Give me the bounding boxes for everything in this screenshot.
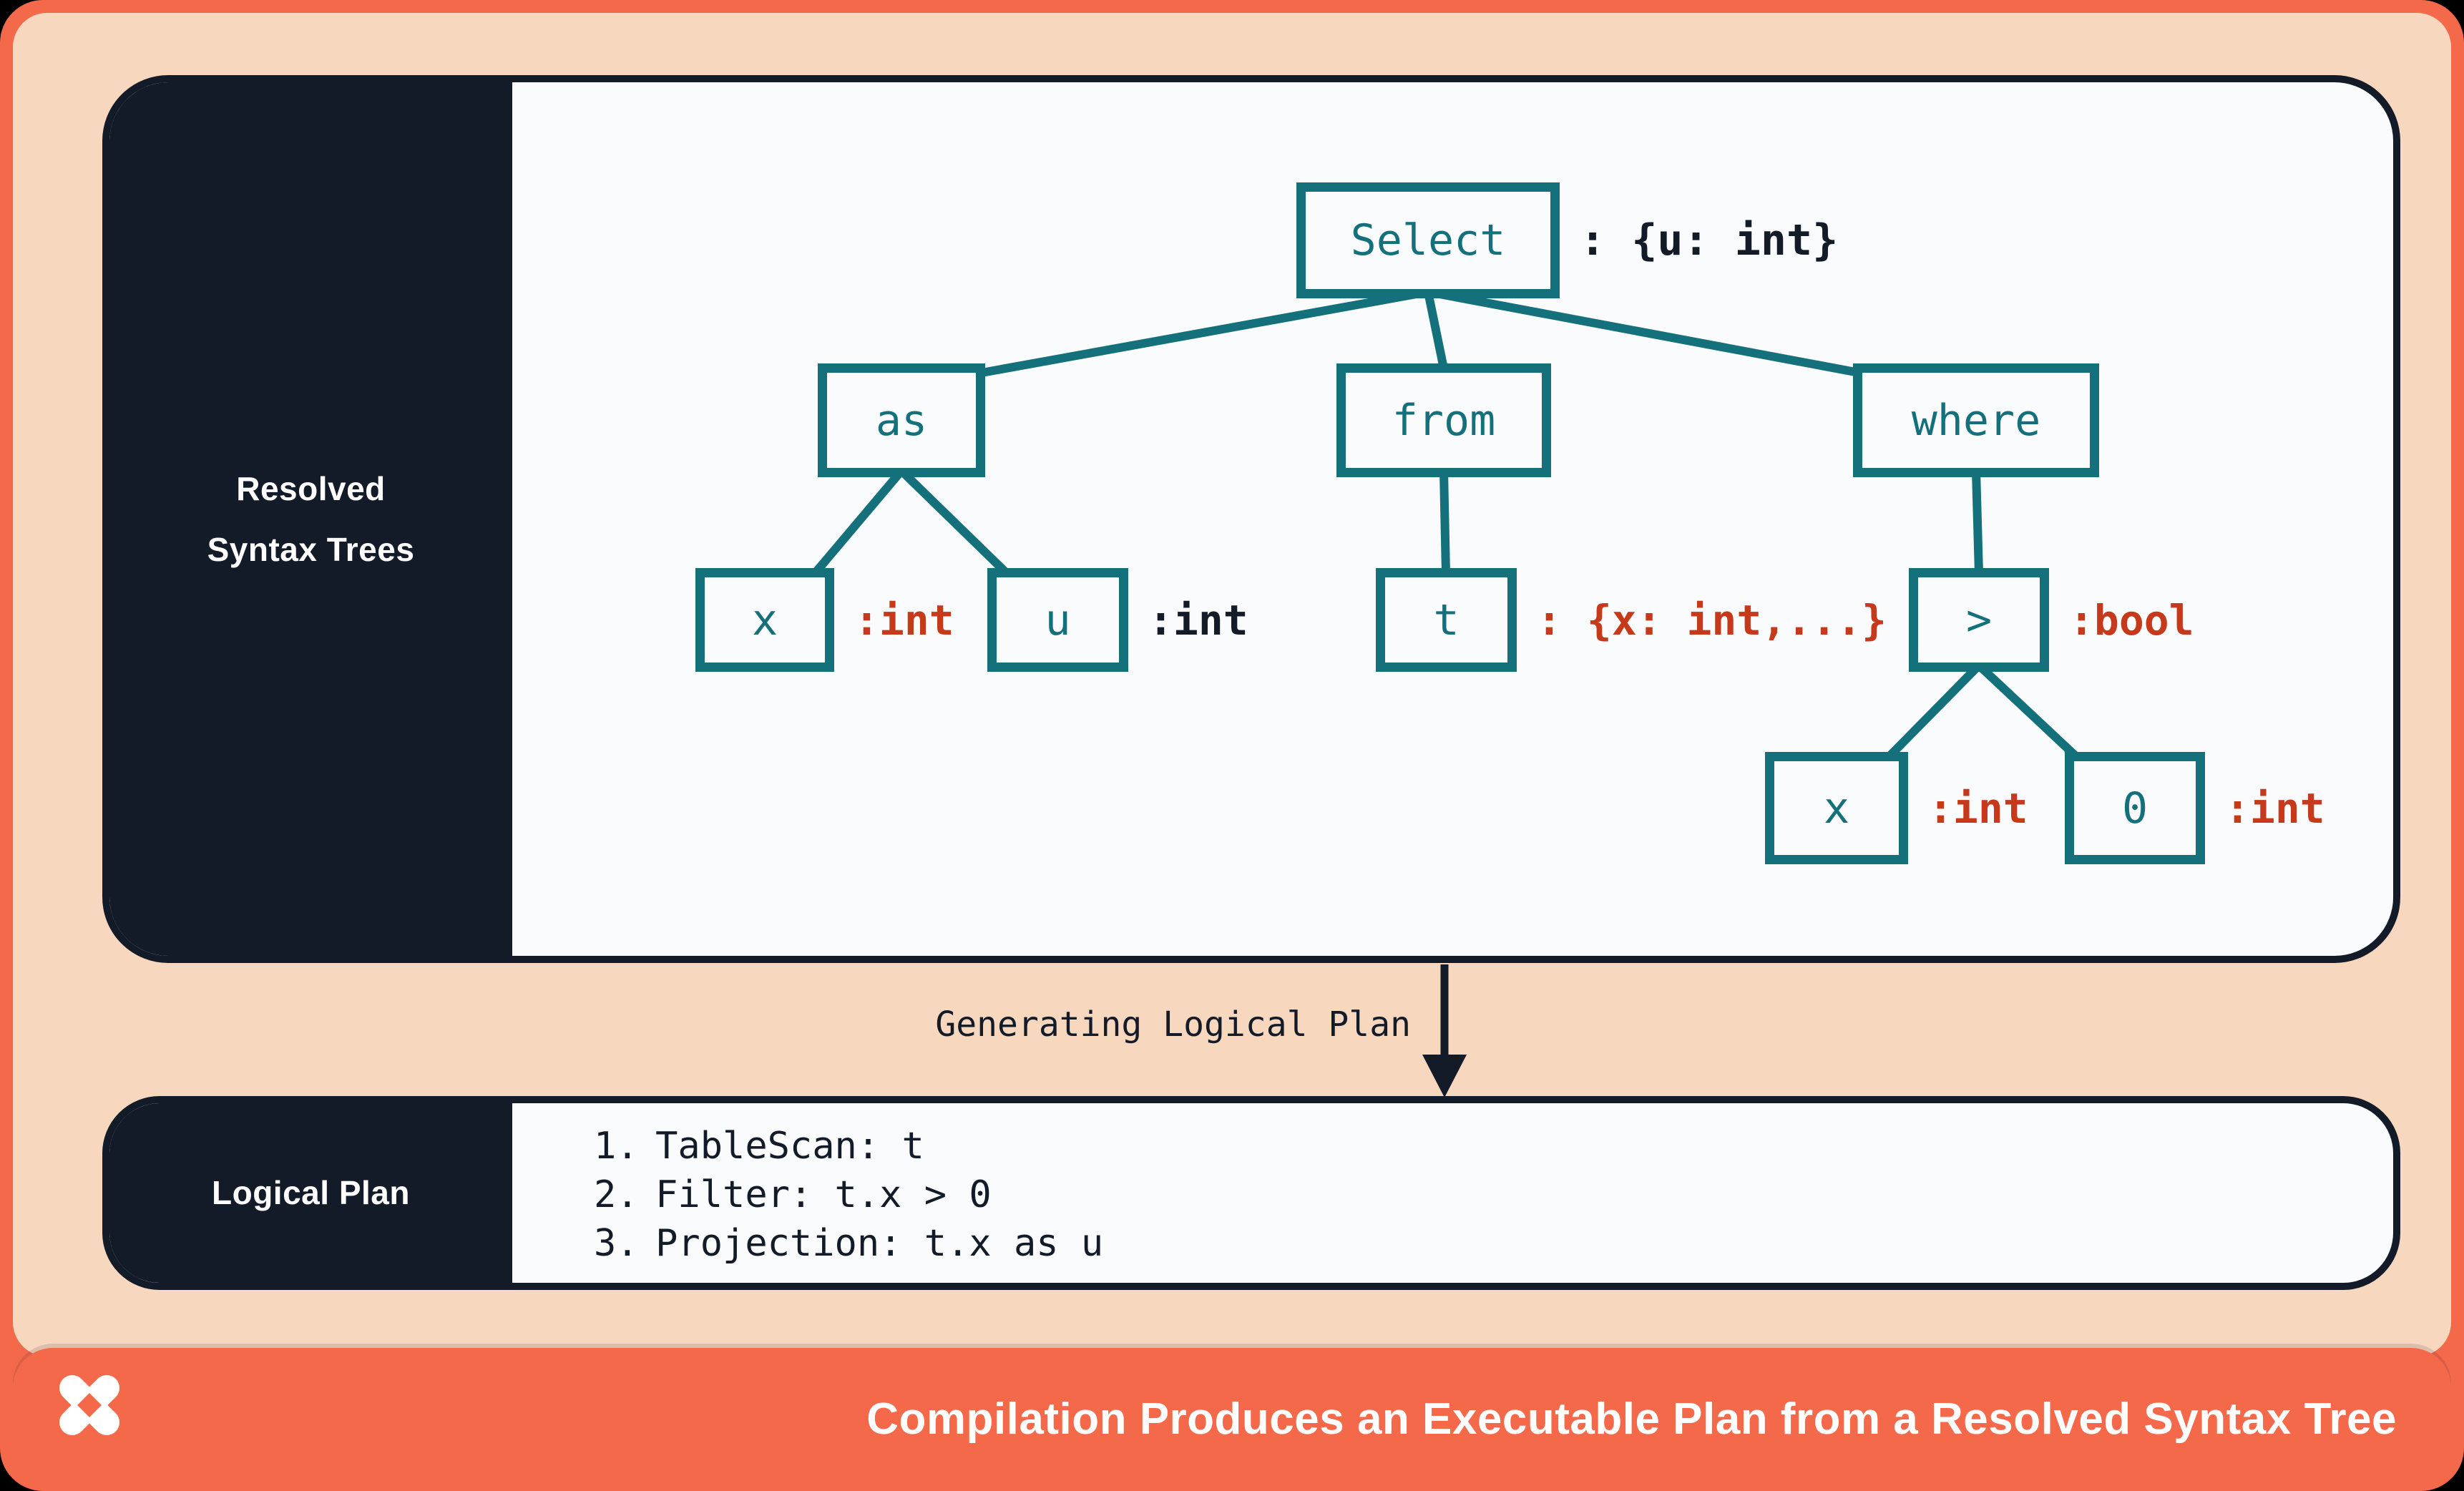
logical-plan-panel: Logical Plan 1. TableScan: t 2. Filter: … [102, 1096, 2400, 1290]
logical-plan-step: 2. Filter: t.x > 0 [594, 1170, 1103, 1219]
tree-node-label: Select [1350, 215, 1506, 265]
tree-node-label: 0 [2121, 783, 2148, 834]
tree-node-label: where [1911, 395, 2041, 446]
tree-node-u-under-as: u [987, 568, 1128, 672]
tree-node-x-under-gt: x [1765, 752, 1908, 864]
step-number: 1. [594, 1125, 639, 1168]
logical-plan-step: 3. Projection: t.x as u [594, 1219, 1103, 1268]
pinwheel-x-logo [59, 1374, 120, 1436]
logical-plan-step: 1. TableScan: t [594, 1122, 1103, 1170]
logical-plan-steps: 1. TableScan: t 2. Filter: t.x > 0 3. Pr… [594, 1122, 1103, 1268]
type-annotation-select: : {u: int} [1580, 215, 1839, 265]
type-annotation-x-under-gt: :int [1928, 783, 2028, 833]
step-text: Filter: t.x > 0 [655, 1173, 992, 1216]
tree-node-label: u [1045, 595, 1071, 645]
tree-node-label: x [751, 595, 778, 645]
tree-node-label: as [875, 395, 928, 446]
tree-node-label: from [1392, 395, 1496, 446]
resolved-syntax-trees-panel: Resolved Syntax Trees [102, 75, 2400, 963]
tree-node-as: as [818, 363, 985, 477]
type-annotation-t-under-from: : {x: int,...} [1537, 595, 1887, 645]
tree-node-where: where [1853, 363, 2099, 477]
tree-node-x-under-as: x [695, 568, 834, 672]
type-annotation-x-under-as: :int [854, 595, 954, 645]
tree-node-select: Select [1296, 182, 1560, 298]
step-text: Projection: t.x as u [655, 1222, 1104, 1265]
logical-plan-sidebar: Logical Plan [109, 1103, 512, 1283]
tree-node-zero-under-gt: 0 [2065, 752, 2205, 864]
type-annotation-zero-under-gt: :int [2225, 783, 2325, 833]
tree-node-label: > [1965, 595, 1993, 645]
step-number: 3. [594, 1222, 639, 1265]
footer-title: Compilation Produces an Executable Plan … [866, 1394, 2397, 1444]
step-number: 2. [594, 1173, 639, 1216]
tree-node-gt-under-where: > [1909, 568, 2049, 672]
tree-node-label: t [1433, 595, 1460, 645]
resolved-panel-title-line2: Syntax Trees [207, 530, 415, 568]
resolved-panel-sidebar: Resolved Syntax Trees [109, 82, 512, 956]
resolved-panel-title-line1: Resolved [236, 469, 386, 507]
type-annotation-u-under-as: :int [1148, 595, 1248, 645]
transition-label: Generating Logical Plan [935, 1004, 1411, 1045]
tree-node-t-under-from: t [1376, 568, 1517, 672]
tree-node-label: x [1823, 783, 1850, 834]
footer-bar: Compilation Produces an Executable Plan … [13, 1348, 2451, 1478]
type-annotation-gt-under-where: :bool [2069, 595, 2194, 645]
resolved-panel-title: Resolved Syntax Trees [207, 459, 415, 580]
tree-node-from: from [1336, 363, 1551, 477]
logical-plan-title: Logical Plan [212, 1174, 410, 1211]
step-text: TableScan: t [655, 1125, 924, 1168]
